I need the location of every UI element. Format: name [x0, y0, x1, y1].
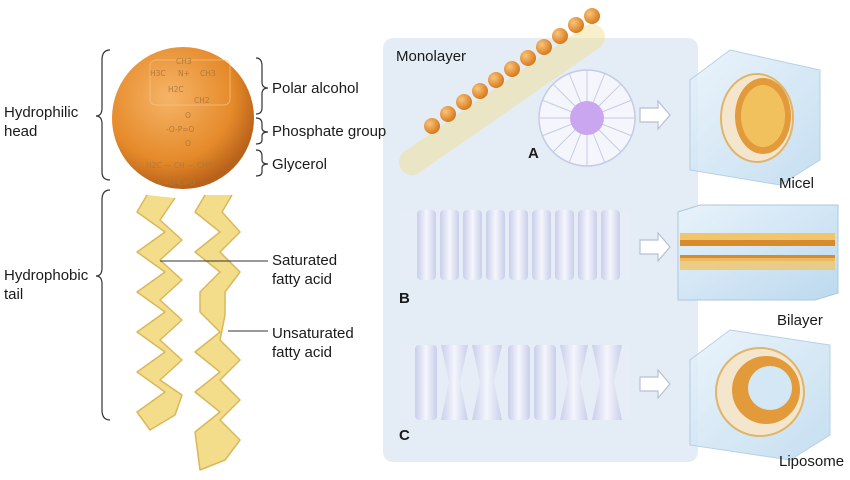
polar-alcohol-label: Polar alcohol [272, 80, 359, 97]
phosphate-group-label: Phosphate group [272, 123, 387, 140]
saturated-tail [136, 194, 183, 431]
unsaturated-tail [194, 194, 241, 471]
monolayer-lipids [399, 8, 605, 175]
bilayer-cylinders [400, 210, 630, 280]
micel-label: Micel [779, 175, 815, 192]
chem-n-plus: N+ [178, 69, 190, 78]
hydrophilic-head-sphere [112, 47, 254, 189]
chem-ch2: CH2 [194, 96, 210, 105]
arrows [639, 99, 671, 400]
arrow-a [639, 99, 671, 131]
chem-h2c: H2C [168, 85, 184, 94]
chem-ester: C=O C=O [158, 178, 195, 187]
bilayer-label: Bilayer [777, 312, 823, 329]
liposome-label: Liposome [779, 453, 845, 470]
hydrophobic-tail-label: Hydrophobic tail [4, 267, 89, 303]
saturated-fatty-acid-label: Saturated fatty acid [272, 252, 338, 288]
micelle-section [538, 69, 636, 167]
unsaturated-fatty-acid-label: Unsaturated fatty acid [272, 325, 354, 361]
chem-phosphate: -O-P=O [166, 125, 195, 134]
glycerol-label: Glycerol [272, 156, 328, 173]
monolayer-label: Monolayer [396, 48, 467, 65]
chem-o-link2: O [185, 139, 191, 148]
hydrophilic-head-label: Hydrophilic head [4, 104, 79, 140]
hydrophobic-brace [95, 189, 111, 421]
letter-b: B [399, 290, 410, 307]
chem-h3c: H3C [150, 69, 166, 78]
chem-ch3-right: CH3 [200, 69, 216, 78]
liposome-cones [400, 345, 630, 420]
chem-ch3-top: CH3 [176, 57, 192, 66]
arrow-c [639, 368, 671, 400]
braces [95, 49, 269, 421]
arrow-b [639, 231, 671, 263]
letter-a: A [528, 145, 539, 162]
letter-c: C [399, 427, 410, 444]
hydrophilic-brace [95, 49, 111, 181]
liposome-cube [689, 329, 831, 461]
chem-o-link: O [185, 111, 191, 120]
chem-glycerol: H2C — CH — CH2 [146, 161, 213, 170]
micel-cube [689, 49, 821, 186]
bilayer-slab [677, 204, 839, 301]
